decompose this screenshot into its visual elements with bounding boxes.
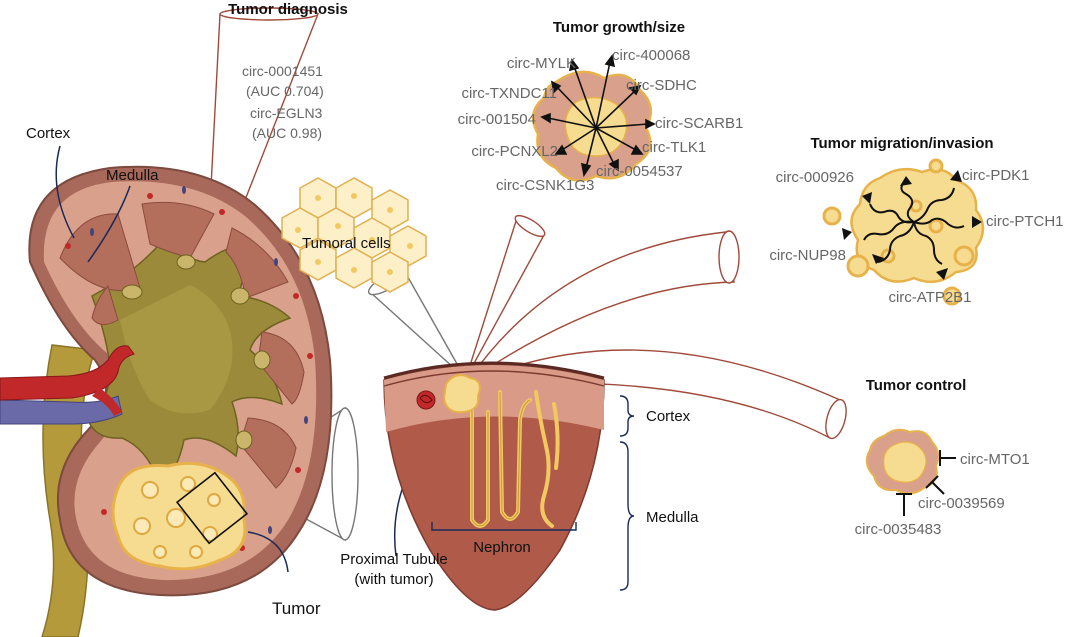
growth-cell [531, 54, 656, 182]
diagnosis-cone-rim [219, 7, 319, 21]
migration-item: circ-000926 [776, 169, 854, 186]
migration-satellites [822, 158, 975, 306]
heading-growth: Tumor growth/size [553, 19, 685, 36]
cortex-label: Cortex [26, 125, 71, 142]
proximal-tubule-label: Proximal Tubule [340, 551, 448, 568]
pyramid [257, 331, 305, 405]
control-cell [865, 428, 956, 516]
calyx [235, 430, 253, 450]
section-capsule-top [383, 361, 605, 380]
section-capsule-line [383, 370, 605, 387]
control-cone-rim [825, 398, 847, 440]
section-cortex [384, 365, 604, 432]
kidney [0, 165, 333, 637]
renal-vein [0, 395, 123, 425]
kidney-tumor-nodules [133, 476, 221, 559]
calyx [253, 350, 271, 370]
anatomy-labels: Cortex Medulla Tumoral cells Tumor Proxi… [26, 125, 699, 618]
proximal-tubule-sublabel: (with tumor) [354, 571, 433, 588]
diagnosis-item: (AUC 0.98) [252, 125, 322, 141]
pyramid [239, 417, 297, 489]
heading-labels: Tumor diagnosis Tumor growth/size Tumor … [228, 1, 993, 394]
heading-diagnosis: Tumor diagnosis [228, 1, 348, 18]
growth-item: circ-MYLK [507, 55, 576, 72]
renal-pyramids [59, 201, 305, 489]
kidney-section [383, 361, 635, 611]
migration-arrows [863, 181, 965, 265]
migration-item: circ-NUP98 [769, 247, 846, 264]
control-item: circ-0035483 [855, 521, 942, 538]
growth-item: circ-TLK1 [642, 139, 706, 156]
migration-item: circ-PTCH1 [986, 213, 1064, 230]
section-cortex-label: Cortex [646, 408, 691, 425]
kidney-zoom-cone-rim [331, 407, 359, 541]
inhibition-marks [896, 450, 956, 516]
control-labels: circ-MTO1 circ-0039569 circ-0035483 [855, 451, 1030, 538]
migration-cell [822, 158, 985, 306]
medulla-pointer [87, 185, 131, 263]
section-tumor [442, 374, 481, 414]
heading-control: Tumor control [866, 377, 967, 394]
diagnosis-labels: circ-0001451 (AUC 0.704) circ-EGLN3 (AUC… [242, 63, 324, 141]
migration-item: circ-ATP2B1 [888, 289, 971, 306]
nephron-tubules-inner [471, 391, 531, 527]
tumor-label: Tumor [272, 599, 321, 618]
diagnosis-item: (AUC 0.704) [246, 83, 324, 99]
growth-item: circ-CSNK1G3 [496, 177, 594, 194]
heading-migration: Tumor migration/invasion [810, 135, 993, 152]
pyramid [141, 201, 215, 259]
calyx-cups [121, 254, 271, 450]
medulla-label: Medulla [106, 167, 159, 184]
nephron-bracket [431, 522, 577, 531]
diagnosis-item: circ-EGLN3 [250, 105, 323, 121]
medulla-bracket [619, 441, 635, 591]
cortex-pointer [55, 145, 75, 239]
diagnosis-item: circ-0001451 [242, 63, 323, 79]
calyx [230, 287, 250, 305]
calyx [121, 284, 143, 300]
migration-labels: circ-000926 circ-PDK1 circ-PTCH1 circ-NU… [769, 167, 1063, 306]
pyramid [91, 284, 119, 325]
growth-cone-rim [514, 214, 546, 238]
control-item: circ-0039569 [918, 495, 1005, 512]
tumoral-cells-label: Tumoral cells [302, 235, 391, 252]
migration-item: circ-PDK1 [962, 167, 1030, 184]
pyramid [225, 227, 289, 299]
calyx [176, 254, 196, 270]
growth-arrows [540, 54, 656, 178]
glomerulus [416, 390, 436, 410]
tumor-pointer [247, 531, 289, 573]
migration-cone-rim [718, 230, 740, 284]
growth-item: circ-400068 [612, 47, 690, 64]
pyramid [59, 213, 141, 292]
growth-item: circ-PCNXL2 [471, 143, 558, 160]
growth-item: circ-SDHC [626, 77, 697, 94]
cortex-bracket [619, 395, 635, 437]
renal-sinus [120, 285, 233, 414]
growth-item: circ-SCARB1 [655, 115, 743, 132]
renal-artery [0, 345, 135, 401]
growth-item: circ-001504 [458, 111, 536, 128]
renal-artery-branch [92, 388, 122, 416]
growth-item: circ-TXNDC11 [461, 85, 557, 102]
cortex-vessels [65, 186, 313, 551]
growth-labels: circ-MYLK circ-400068 circ-TXNDC11 circ-… [458, 47, 744, 194]
control-item: circ-MTO1 [960, 451, 1030, 468]
migration-arrowheads [842, 170, 982, 280]
growth-item: circ-0054537 [596, 163, 683, 180]
zoom-box [175, 471, 249, 545]
section-medulla-label: Medulla [646, 509, 699, 526]
tumoral-cells-cluster [281, 177, 427, 293]
nephron-label: Nephron [473, 539, 531, 556]
control-cell-inner [883, 441, 927, 483]
